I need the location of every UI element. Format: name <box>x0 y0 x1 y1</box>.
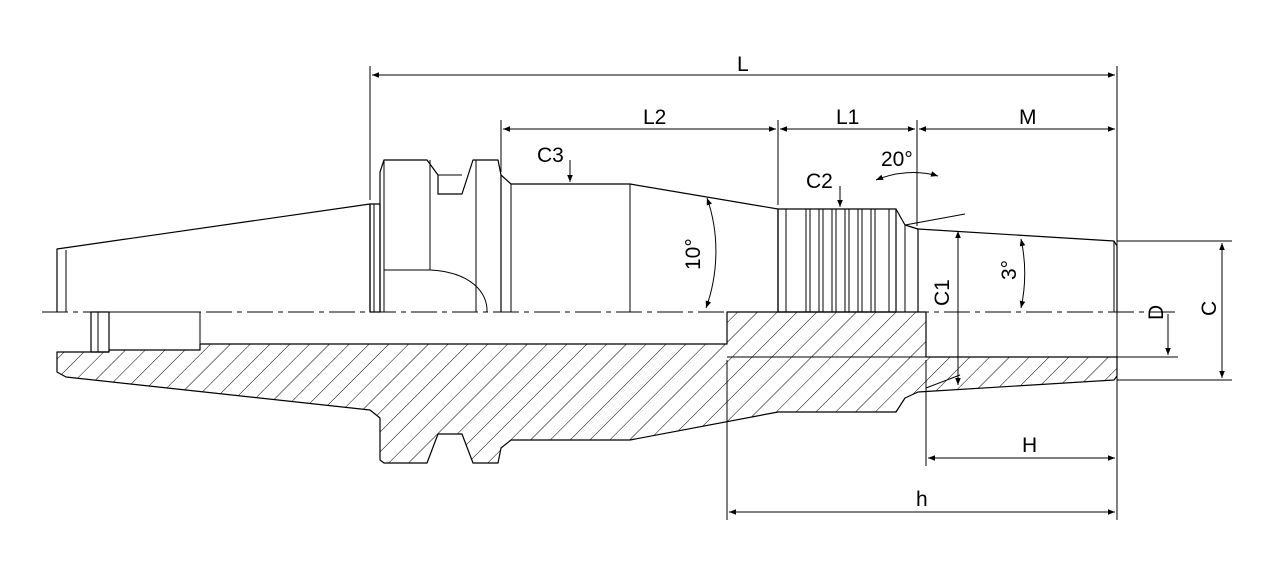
label-C: C <box>1198 301 1221 316</box>
label-C2: C2 <box>806 170 833 193</box>
label-L: L <box>737 53 749 76</box>
label-angle-20: 20° <box>881 148 913 171</box>
section-view <box>56 311 1118 464</box>
label-C1: C1 <box>931 279 954 306</box>
dimensions <box>369 66 1232 520</box>
taper-shank-outline <box>56 203 371 313</box>
label-M: M <box>1019 106 1037 129</box>
label-C3: C3 <box>537 144 564 167</box>
grooved-collar <box>777 208 897 313</box>
label-angle-10: 10° <box>682 238 705 270</box>
body-outline <box>500 174 779 313</box>
label-angle-3: 3° <box>998 260 1021 280</box>
label-L1: L1 <box>836 106 859 129</box>
label-L2: L2 <box>643 106 666 129</box>
label-H: H <box>1022 434 1037 457</box>
flange-outline <box>379 159 502 313</box>
collar-grooves <box>785 209 890 312</box>
upper-profile <box>56 159 1118 353</box>
label-D: D <box>1145 305 1168 320</box>
label-h: h <box>916 488 928 511</box>
